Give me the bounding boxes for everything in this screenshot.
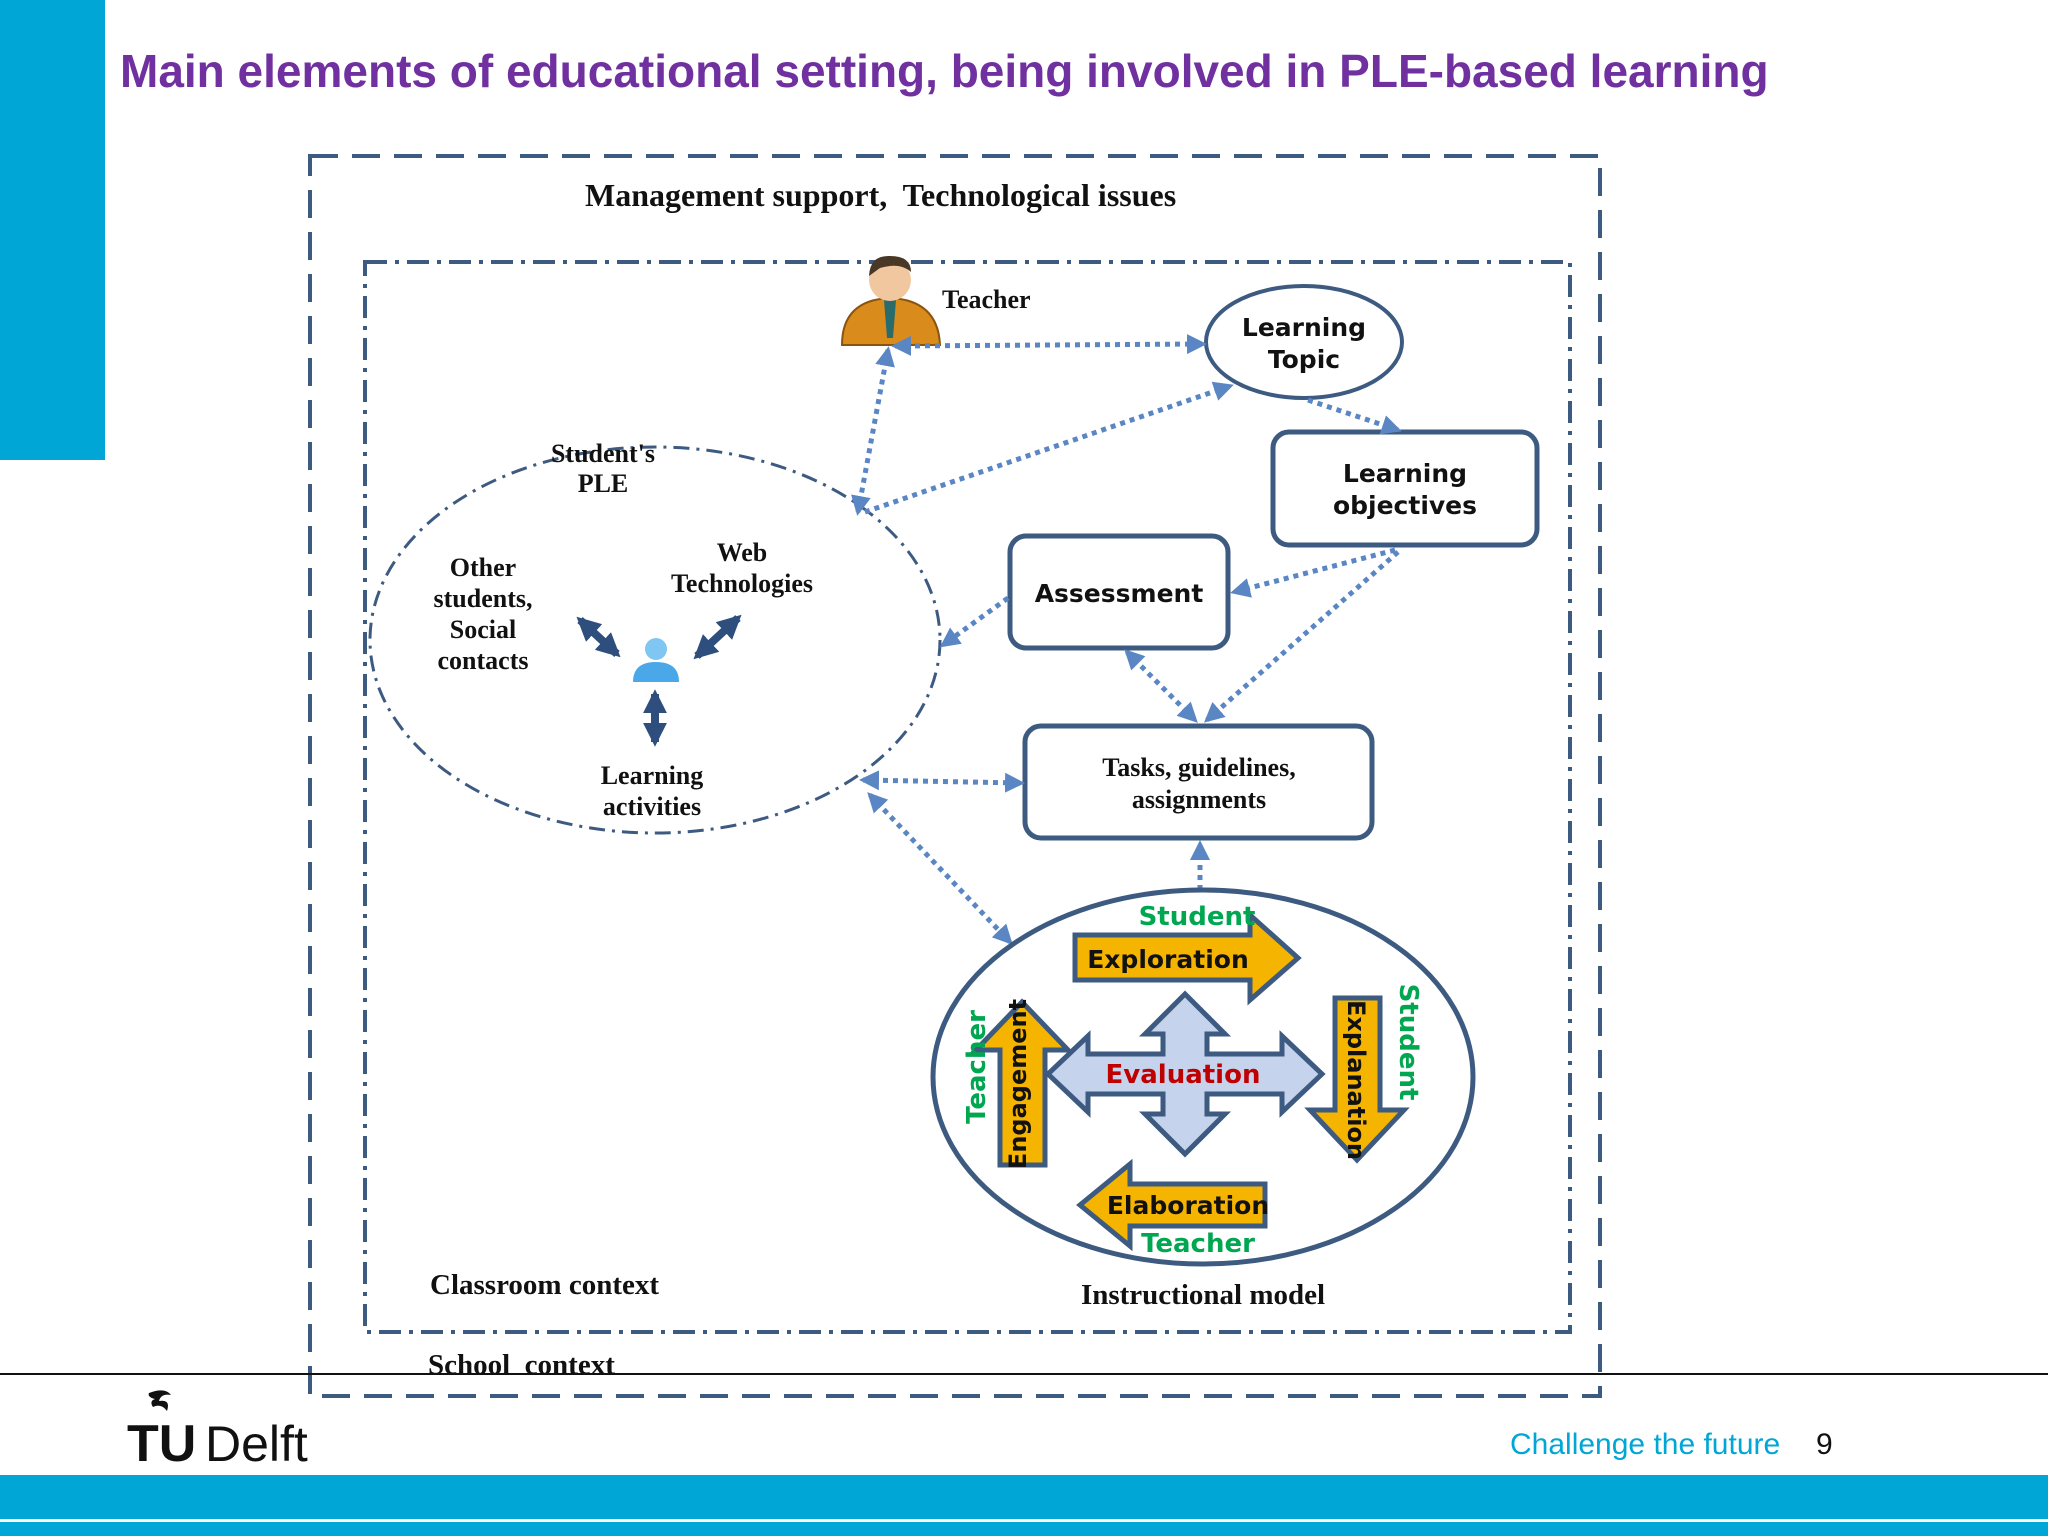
- connector-assessment-tasks: [1124, 649, 1198, 723]
- other-students-line-2: students,: [434, 584, 533, 613]
- connector-teacher-ple: [851, 346, 895, 516]
- teacher-avatar-icon: [840, 255, 942, 346]
- student-user-icon: [633, 638, 679, 682]
- explanation-label: Explanation: [1342, 1000, 1370, 1160]
- engagement-label: Engagement: [1004, 999, 1032, 1169]
- web-tech-line-2: Technologies: [671, 569, 813, 598]
- learning-activities-line-1: Learning: [601, 761, 704, 790]
- learning-objectives-node: [1270, 429, 1540, 548]
- classroom-context-frame: [363, 260, 1572, 1334]
- engagement-arrow: [970, 998, 1074, 1168]
- learning-activities-line-2: activities: [603, 792, 701, 821]
- learning-objectives-line-2: objectives: [1333, 491, 1477, 520]
- assessment-label: Assessment: [1035, 579, 1204, 608]
- other-students-line-3: Social: [450, 615, 516, 644]
- web-tech-line-1: Web: [717, 538, 768, 567]
- instructional-model-label: Instructional model: [1081, 1279, 1325, 1311]
- page-number: 9: [1816, 1428, 1833, 1461]
- connector-ple-topic: [864, 381, 1234, 515]
- ple-title-line-2: PLE: [578, 469, 629, 498]
- ple-arrow-web: [693, 614, 742, 660]
- elaboration-label: Elaboration: [1107, 1191, 1269, 1220]
- teacher-bottom-label: Teacher: [1141, 1229, 1255, 1259]
- connector-objectives-assessment: [1230, 547, 1396, 598]
- footer-tagline: Challenge the future: [1510, 1428, 1781, 1461]
- other-students-line-1: Other: [450, 553, 516, 582]
- connector-assessment-ple: [939, 595, 1010, 648]
- connector-topic-objectives: [1307, 397, 1402, 435]
- evaluation-label: Evaluation: [1106, 1060, 1261, 1090]
- slide-title: Main elements of educational setting, be…: [120, 45, 1769, 97]
- footer-divider: [0, 1373, 2048, 1375]
- learning-objectives-line-1: Learning: [1343, 459, 1467, 488]
- connector-ple-tasks: [859, 770, 1025, 793]
- connector-teacher-topic: [891, 334, 1207, 356]
- elaboration-arrow: [1076, 1158, 1268, 1252]
- footer-band: [0, 1475, 2048, 1519]
- assessment-node: [1007, 533, 1231, 651]
- evaluation-cross: [1044, 990, 1326, 1158]
- classroom-context-label: Classroom context: [430, 1269, 659, 1301]
- explanation-arrow: [1304, 995, 1410, 1164]
- ple-arrow-others: [576, 616, 621, 658]
- connector-ple-model: [867, 792, 1013, 945]
- logo-delft: Delft: [205, 1416, 308, 1465]
- exploration-arrow: [1072, 909, 1302, 1006]
- learning-topic-line-1: Learning: [1242, 313, 1366, 342]
- school-context-label: School context: [428, 1349, 615, 1381]
- teacher-left-label: Teacher: [962, 1010, 992, 1124]
- ple-title-line-1: Student's: [551, 439, 655, 468]
- footer-band-thin: [0, 1522, 2048, 1536]
- student-top-label: Student: [1139, 902, 1256, 932]
- student-right-label: Student: [1393, 984, 1423, 1101]
- learning-topic-line-2: Topic: [1268, 345, 1340, 374]
- flame-icon: [148, 1390, 171, 1411]
- tasks-node: [1022, 723, 1375, 841]
- tasks-line-1: Tasks, guidelines,: [1102, 753, 1295, 782]
- connector-objectives-tasks: [1203, 550, 1400, 723]
- other-students-line-4: contacts: [438, 646, 529, 675]
- exploration-label: Exploration: [1087, 945, 1249, 974]
- teacher-label: Teacher: [942, 285, 1031, 314]
- tasks-line-2: assignments: [1132, 785, 1266, 814]
- school-context-frame: [308, 154, 1602, 1398]
- logo-tu: TU: [127, 1415, 196, 1465]
- tu-delft-logo: TU Delft: [125, 1385, 355, 1473]
- left-accent-bar: [0, 0, 105, 460]
- outer-frame-label: Management support, Technological issues: [585, 177, 1176, 213]
- learning-topic-node: [1204, 284, 1404, 400]
